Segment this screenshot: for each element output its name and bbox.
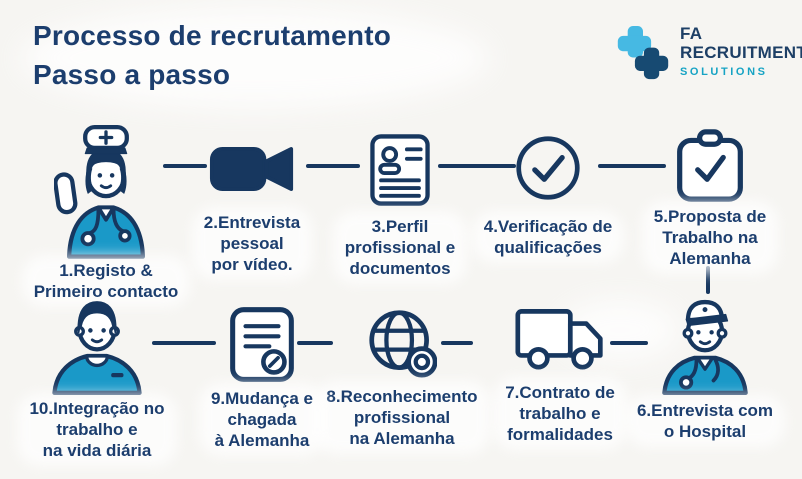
connector-line [598, 164, 666, 168]
company-logo: FA RECRUITMENT SOLUTIONS [616, 24, 802, 82]
truck-icon [475, 306, 645, 372]
connector-line [306, 164, 360, 168]
page-title-line2: Passo a passo [33, 59, 231, 90]
page-title-line1: Processo de recrutamento [33, 20, 392, 51]
cv-document-icon [315, 128, 485, 212]
connector-line-vertical [706, 266, 710, 294]
logo-name-line2: RECRUITMENT [680, 43, 802, 62]
step-1: 1.Registo & Primeiro contacto [21, 120, 191, 302]
step-6-label: 6.Entrevista com o Hospital [636, 401, 774, 441]
man-icon [12, 296, 182, 396]
step-8: 8.Reconhecimento profissional na Alemanh… [317, 306, 487, 449]
step-7: 7.Contrato de trabalho e formalidades [475, 306, 645, 445]
logo-text: FA RECRUITMENT SOLUTIONS [680, 24, 802, 80]
male-nurse-icon [620, 296, 790, 396]
step-3: 3.Perfil profissional e documentos [315, 128, 485, 279]
nurse-icon [21, 120, 191, 260]
step-10-label: 10.Integração no trabalho e na vida diár… [29, 399, 165, 460]
step-9-label: 9.Mudança e chagada à Alemanha [210, 389, 314, 450]
background-blob [20, 8, 490, 108]
step-6: 6.Entrevista com o Hospital [620, 296, 790, 442]
connector-line [163, 164, 207, 168]
step-8-label: 8.Reconhecimento profissional na Alemanh… [326, 387, 478, 448]
step-4: 4.Verificação de qualificações [463, 132, 633, 258]
globe-icon [317, 306, 487, 380]
step-2: 2.Entrevista pessoal por vídeo. [167, 138, 337, 275]
step-2-label: 2.Entrevista pessoal por vídeo. [203, 213, 301, 274]
logo-name-line3: SOLUTIONS [680, 66, 768, 78]
video-camera-icon [167, 138, 337, 200]
step-10: 10.Integração no trabalho e na vida diár… [12, 296, 182, 461]
step-4-label: 4.Verificação de qualificações [483, 217, 613, 257]
page-title: Processo de recrutamento Passo a passo [33, 16, 391, 94]
clipboard-check-icon [625, 126, 795, 206]
medical-cross-icon [617, 26, 669, 80]
connector-line [441, 341, 473, 345]
connector-line [610, 341, 648, 345]
check-circle-icon [463, 132, 633, 204]
connector-line [152, 341, 216, 345]
step-3-label: 3.Perfil profissional e documentos [344, 217, 456, 278]
step-7-label: 7.Contrato de trabalho e formalidades [505, 383, 615, 444]
step-1-label: 1.Registo & Primeiro contacto [33, 261, 179, 301]
connector-line [297, 341, 333, 345]
logo-name-line1: FA [680, 24, 703, 43]
step-5-label: 5.Proposta de Trabalho na Alemanha [653, 207, 767, 268]
contract-stamp-icon [177, 304, 347, 384]
step-5: 5.Proposta de Trabalho na Alemanha [625, 126, 795, 269]
connector-line [438, 164, 516, 168]
step-9: 9.Mudança e chagada à Alemanha [177, 304, 347, 451]
